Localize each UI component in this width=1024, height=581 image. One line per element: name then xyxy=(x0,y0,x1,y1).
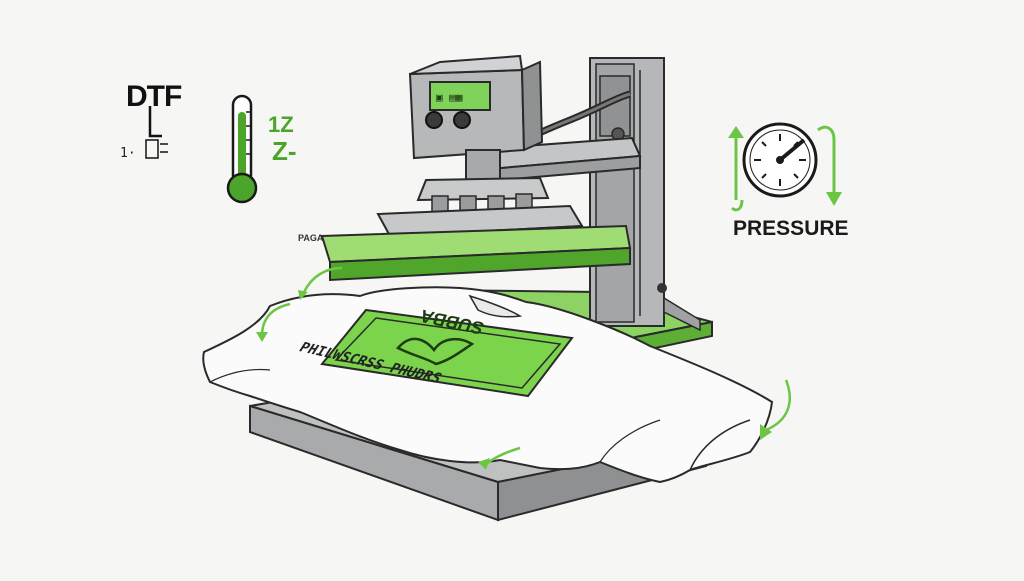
print-logo xyxy=(395,337,475,366)
shirt-print xyxy=(320,308,574,398)
lcd-display xyxy=(429,81,491,111)
dtf-icon xyxy=(145,106,168,159)
thermometer-icon xyxy=(226,94,258,204)
pressure-label: PRESSURE xyxy=(733,217,849,240)
svg-text:▣ ▤▦: ▣ ▤▦ xyxy=(436,91,463,104)
t-shirt xyxy=(202,286,774,484)
temperature-label-1: 1Z xyxy=(268,112,294,137)
motion-arrow-left xyxy=(260,302,291,337)
platen-corner-label: PAGA xyxy=(298,233,324,243)
control-box: ▣ ▤▦ xyxy=(408,54,544,160)
motion-arrow-right xyxy=(765,379,791,432)
temperature-label-2: Z- xyxy=(272,136,297,166)
dtf-label: DTF xyxy=(126,80,182,113)
control-knob-right xyxy=(453,111,471,129)
t-shirt-collar xyxy=(468,294,523,318)
control-knob-left xyxy=(425,111,443,129)
upper-heat-platen xyxy=(320,204,632,282)
motion-arrow-top-left xyxy=(302,266,343,293)
pressure-gauge-icon xyxy=(728,122,842,212)
dtf-sub-label: 1· xyxy=(120,146,136,161)
press-column xyxy=(589,57,701,332)
